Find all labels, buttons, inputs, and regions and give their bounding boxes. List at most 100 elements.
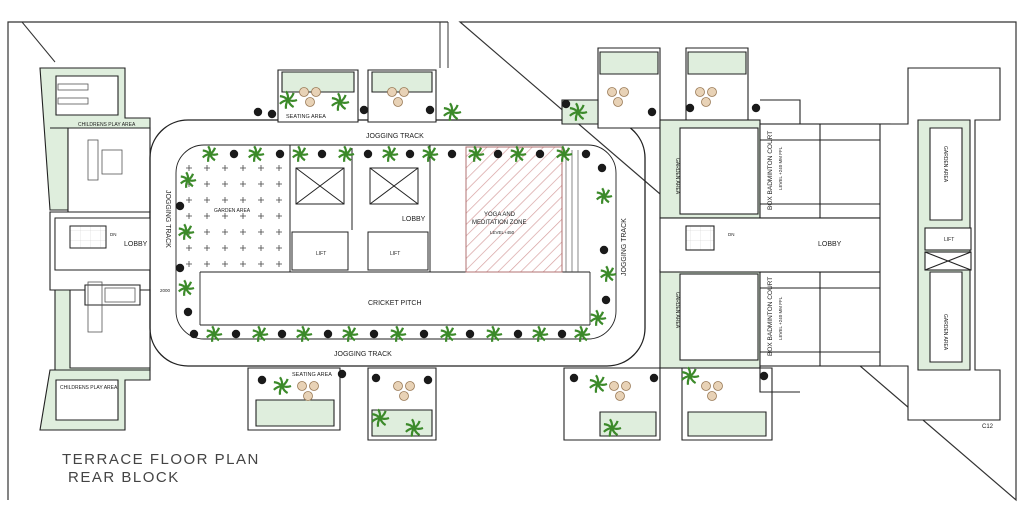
- title-line2: REAR BLOCK: [68, 469, 180, 486]
- shrub-icon: [359, 105, 369, 115]
- shrub-icon: [759, 371, 769, 381]
- seating-icon: [701, 381, 723, 401]
- shrub-icon: [175, 201, 185, 211]
- play-equipment: [57, 83, 136, 333]
- shrub-icon: [601, 295, 611, 305]
- shrub-icon: [599, 245, 609, 255]
- palm-icon: [279, 90, 298, 109]
- shrub-icon: [685, 103, 695, 113]
- shrub-icon: [535, 149, 545, 159]
- shrub-icon: [425, 105, 435, 115]
- palm-icon: [509, 145, 527, 162]
- label-garden-right-top: GARDEN AREA: [942, 146, 948, 183]
- shrub-icon: [183, 307, 193, 317]
- bottom-pods: [247, 367, 773, 441]
- label-dn-right: DN: [728, 232, 735, 237]
- shrub-icon: [447, 149, 457, 159]
- palm-icon: [555, 145, 573, 162]
- shrub-icon: [493, 149, 503, 159]
- palm-icon: [569, 102, 588, 121]
- label-cricket-pitch: CRICKET PITCH: [368, 300, 422, 307]
- label-lobby-left: LOBBY: [124, 241, 148, 248]
- plan-labels: CHILDRENS PLAY AREA CHILDRENS PLAY AREA …: [60, 114, 994, 430]
- label-jogging-bottom: JOGGING TRACK: [334, 351, 392, 358]
- seating-clusters: [297, 87, 723, 401]
- seating-icon: [387, 87, 409, 107]
- shrub-icon: [277, 329, 287, 339]
- label-yoga-level: LEVEL+450: [490, 230, 515, 235]
- palm-icon: [681, 366, 700, 385]
- label-childrens-play-bottom: CHILDRENS PLAY AREA: [60, 385, 118, 391]
- shrub-icon: [175, 263, 185, 273]
- shrub-icon: [649, 373, 659, 383]
- label-lift-b: LIFT: [390, 251, 400, 257]
- label-garden-mid-top: GARDEN AREA: [674, 158, 680, 195]
- label-jogging-right: JOGGING TRACK: [621, 218, 628, 276]
- palm-icon: [381, 145, 399, 162]
- shrub-icon: [257, 375, 267, 385]
- palm-icon: [247, 145, 265, 162]
- label-yoga-line2: MEDITATION ZONE: [472, 220, 526, 226]
- shrub-icon: [189, 329, 199, 339]
- drawing-title: TERRACE FLOOR PLAN REAR BLOCK: [62, 451, 258, 486]
- palm-icon: [405, 418, 424, 437]
- shrub-icon: [229, 149, 239, 159]
- label-garden-mid-bottom: GARDEN AREA: [674, 292, 680, 329]
- palm-icon: [599, 265, 617, 282]
- shrub-icon: [465, 329, 475, 339]
- label-badminton-top: BOX BADMINTON COURT: [767, 131, 774, 210]
- seating-icon: [695, 87, 717, 107]
- label-dn-left: DN: [110, 232, 117, 237]
- yoga-steps: [565, 150, 579, 272]
- shrub-icon: [581, 149, 591, 159]
- label-seating-top: SEATING AREA: [286, 114, 326, 120]
- palm-icon: [371, 408, 390, 427]
- sheet-ref: C12: [982, 424, 994, 430]
- core-block: [289, 144, 431, 273]
- label-badminton-bottom: BOX BADMINTON COURT: [767, 277, 774, 356]
- palm-icon: [177, 223, 195, 240]
- right-wing: [879, 67, 1001, 421]
- seating-icon: [393, 381, 415, 401]
- palm-icon: [205, 325, 223, 342]
- palm-icon: [467, 145, 485, 162]
- seating-icon: [609, 381, 631, 401]
- label-badminton-bottom-level: LEVEL +240 MM FFL: [778, 296, 783, 340]
- label-lobby-right: LOBBY: [818, 241, 842, 248]
- shrub-icon: [423, 375, 433, 385]
- palm-icon: [331, 92, 350, 111]
- seating-icon: [299, 87, 321, 107]
- shrub-icon: [253, 107, 263, 117]
- palm-icon: [251, 325, 269, 342]
- palm-icon: [201, 145, 219, 162]
- palm-icon: [421, 145, 439, 162]
- palm-icon: [439, 325, 457, 342]
- palm-icon: [273, 376, 292, 395]
- palm-icon: [485, 325, 503, 342]
- badminton-zone: [659, 99, 901, 393]
- label-jogging-top: JOGGING TRACK: [366, 133, 424, 140]
- shrub-icon: [561, 99, 571, 109]
- palm-icon: [531, 325, 549, 342]
- shrub-icon: [569, 373, 579, 383]
- label-childrens-play-top: CHILDRENS PLAY AREA: [78, 122, 136, 128]
- label-dim-left: 2000: [160, 288, 171, 293]
- label-lift-right: LIFT: [944, 237, 954, 243]
- shrub-icon: [751, 103, 761, 113]
- trees-layer: [175, 90, 769, 437]
- palm-icon: [177, 279, 195, 296]
- shrub-icon: [267, 109, 277, 119]
- shrub-icon: [405, 149, 415, 159]
- label-yoga-line1: YOGA AND: [484, 212, 516, 218]
- palm-icon: [589, 374, 608, 393]
- palm-icon: [573, 325, 591, 342]
- shrub-icon: [647, 107, 657, 117]
- label-lift-a: LIFT: [316, 251, 326, 257]
- shrub-icon: [337, 369, 347, 379]
- label-seating-bottom: SEATING AREA: [292, 372, 332, 378]
- shrub-icon: [231, 329, 241, 339]
- top-pods: [277, 47, 749, 129]
- palm-icon: [179, 171, 197, 188]
- palm-icon: [603, 418, 622, 437]
